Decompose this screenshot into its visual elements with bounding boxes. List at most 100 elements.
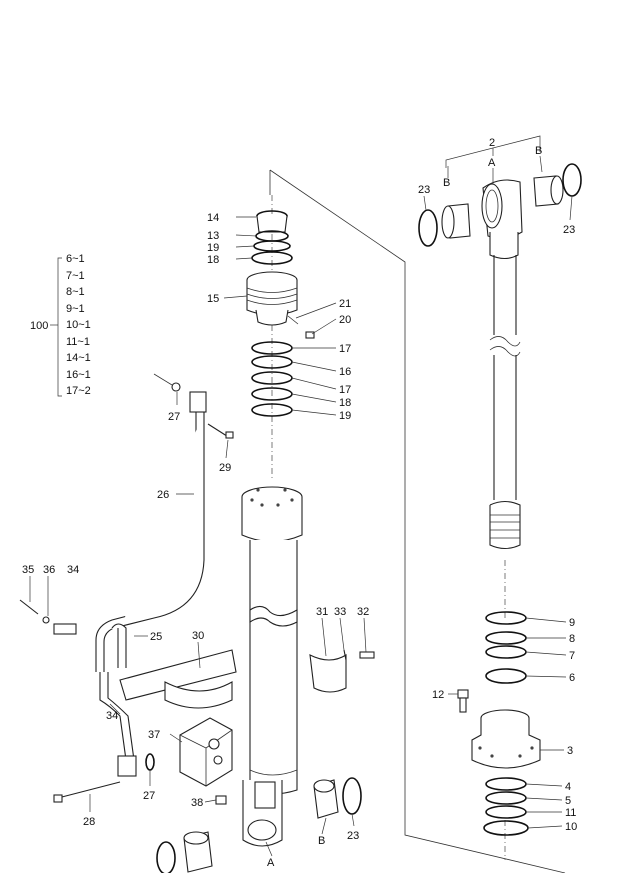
- callout-10: 10: [565, 821, 577, 833]
- letter-B-bottom: B: [318, 835, 325, 847]
- callout-34-lower: 34: [106, 710, 118, 722]
- callout-19-top: 19: [207, 242, 219, 254]
- callout-3: 3: [567, 745, 573, 757]
- kit-item: 8~1: [66, 286, 85, 298]
- valve-37: [179, 717, 233, 787]
- callout-19-lower: 19: [339, 410, 351, 422]
- callout-27-lower: 27: [143, 790, 155, 802]
- rod-cover-3: [471, 709, 541, 769]
- callout-9: 9: [569, 617, 575, 629]
- piston-15: [246, 271, 298, 326]
- cylinder-tube: [241, 486, 303, 847]
- callout-28: 28: [83, 816, 95, 828]
- callout-23-bottom: 23: [347, 830, 359, 842]
- callout-31: 31: [316, 606, 328, 618]
- leader-lines: [29, 135, 573, 857]
- bolt-12: [457, 689, 469, 713]
- callout-38: 38: [191, 797, 203, 809]
- o-ring-27-lower: [145, 753, 155, 771]
- clamp-25: [111, 623, 127, 668]
- washer-36: [42, 616, 50, 624]
- kit-item: 10~1: [66, 319, 91, 331]
- kit-item: 16~1: [66, 369, 91, 381]
- ring-6: [485, 668, 527, 684]
- seal-23-bottom-right: [342, 777, 362, 815]
- hose-34-lower: [99, 672, 137, 777]
- piston-rod: [489, 255, 521, 550]
- callout-36: 36: [43, 564, 55, 576]
- ring-11: [485, 805, 527, 819]
- callout-33: 33: [334, 606, 346, 618]
- callout-2: 2: [489, 137, 495, 149]
- callout-26: 26: [157, 489, 169, 501]
- letter-B-top-left: B: [443, 177, 450, 189]
- callout-11: 11: [565, 807, 576, 819]
- kit-item: 6~1: [66, 253, 85, 265]
- callout-32: 32: [357, 606, 369, 618]
- callout-16: 16: [339, 366, 351, 378]
- callout-18-top: 18: [207, 254, 219, 266]
- bushing-B-top-right: [533, 175, 564, 207]
- bracket-30: [119, 649, 237, 709]
- pin-21: [287, 315, 299, 325]
- ring-14: [256, 210, 288, 233]
- seal-23-bottom-left: [156, 841, 176, 873]
- callout-4: 4: [565, 781, 571, 793]
- bushing-B-top-left: [441, 203, 471, 239]
- callout-13: 13: [207, 230, 219, 242]
- kit-item: 11~1: [66, 336, 90, 348]
- ring-7: [485, 645, 527, 659]
- callout-35: 35: [22, 564, 34, 576]
- callout-37: 37: [148, 729, 160, 741]
- letter-A-bottom: A: [267, 857, 275, 869]
- callout-29: 29: [219, 462, 231, 474]
- kit-bracket: [50, 257, 62, 397]
- ring-9: [485, 611, 527, 625]
- callout-18-lower: 18: [339, 397, 351, 409]
- perspective-guide-lines: [269, 169, 566, 873]
- clamp-34-upper: [53, 623, 77, 635]
- clamp-31: [309, 654, 347, 693]
- bushing-A-bottom: [183, 831, 213, 873]
- letter-markers: A B B A B: [267, 145, 542, 869]
- letter-A-top: A: [488, 157, 496, 169]
- callout-30: 30: [192, 630, 204, 642]
- ring-4: [485, 777, 527, 791]
- callout-7: 7: [569, 650, 575, 662]
- callout-labels: 14 13 19 18 15 21 20 17 16 17 18 19 27 2…: [22, 137, 577, 842]
- center-axis-lines: [271, 195, 506, 860]
- callout-23-top-right: 23: [563, 224, 575, 236]
- callout-17-lower: 17: [339, 384, 351, 396]
- bolt-29: [207, 423, 234, 439]
- rod-eye-2: [481, 179, 523, 260]
- ring-10: [483, 820, 529, 836]
- callout-100: 100: [30, 320, 48, 332]
- callout-34-upper: 34: [67, 564, 79, 576]
- ring-8: [485, 631, 527, 645]
- callout-15: 15: [207, 293, 219, 305]
- kit-item: 17~2: [66, 385, 91, 397]
- pipe-26: [95, 373, 207, 672]
- bushing-B-bottom: [313, 779, 339, 819]
- callout-17-upper: 17: [339, 343, 351, 355]
- callout-12: 12: [432, 689, 444, 701]
- seal-23-top-left: [418, 209, 438, 247]
- kit-item: 7~1: [66, 270, 85, 282]
- bolt-35: [19, 599, 39, 615]
- spacer-33: [343, 649, 347, 661]
- fitting-38: [215, 795, 227, 805]
- callout-23-top-left: 23: [418, 184, 430, 196]
- callout-5: 5: [565, 795, 571, 807]
- callout-20: 20: [339, 314, 351, 326]
- callout-6: 6: [569, 672, 575, 684]
- kit-item: 14~1: [66, 352, 91, 364]
- callout-8: 8: [569, 633, 575, 645]
- ring-5: [485, 791, 527, 805]
- seal-23-top-right: [562, 163, 582, 197]
- bolt-32: [359, 651, 375, 659]
- letter-B-top-right: B: [535, 145, 542, 157]
- set-screw-20: [305, 331, 315, 339]
- kit-contents-list: 6~1 7~1 8~1 9~1 10~1 11~1 14~1 16~1 17~2: [66, 253, 91, 397]
- bolt-28: [53, 781, 121, 803]
